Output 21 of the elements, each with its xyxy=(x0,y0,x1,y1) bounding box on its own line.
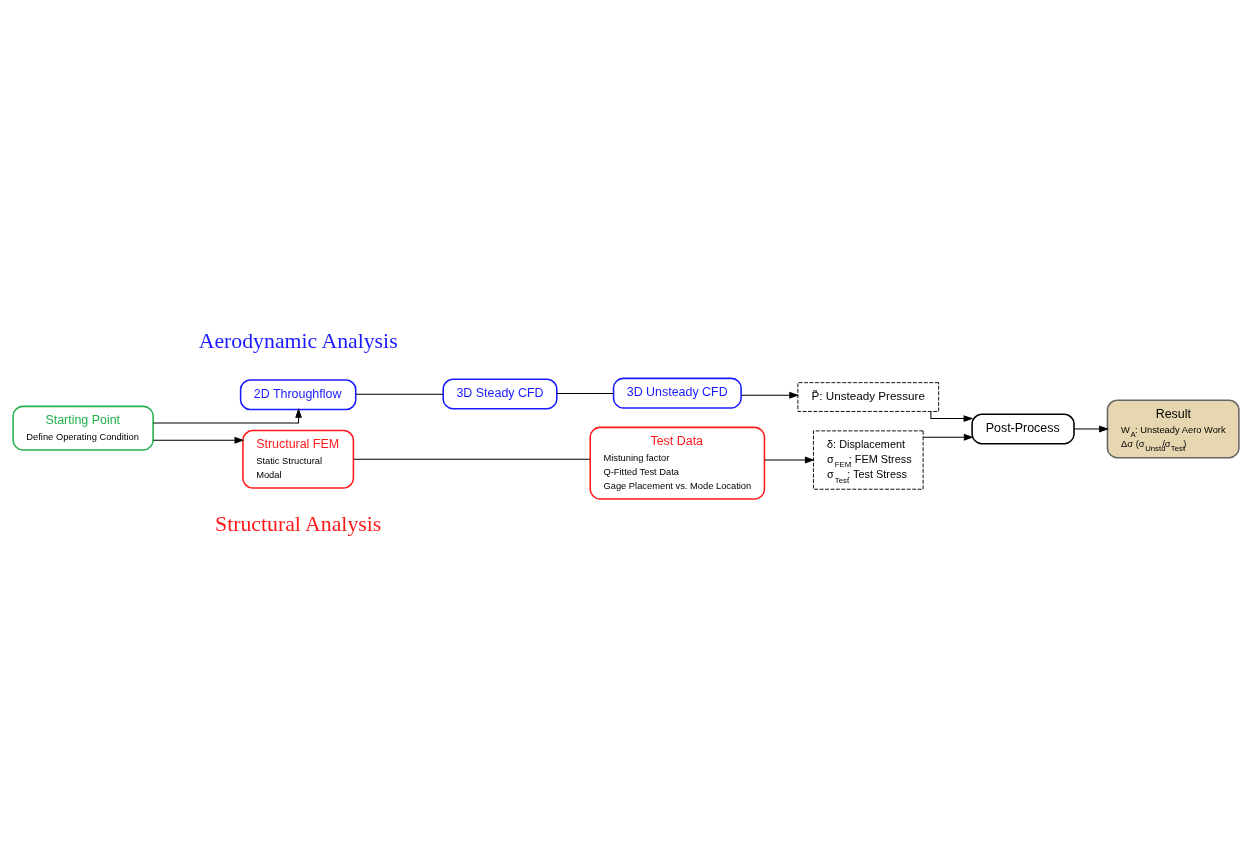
node-box: 3D Steady CFD xyxy=(442,377,558,409)
node-box: P̃: Unsteady Pressure xyxy=(797,381,940,412)
arrow xyxy=(740,391,800,399)
label: Aerodynamic Analysis xyxy=(198,328,398,353)
node-box: Starting Point Define Operating Condition xyxy=(12,405,154,451)
arrow xyxy=(922,433,974,441)
connector xyxy=(556,392,614,394)
connector xyxy=(353,458,591,460)
arrow xyxy=(1073,425,1109,432)
node-box: 3D Unsteady CFD xyxy=(612,377,742,409)
label: Structural Analysis xyxy=(215,511,382,536)
arrow xyxy=(152,407,302,423)
node-box: Structural FEM Static Structural Modal xyxy=(242,429,355,489)
node-box: Post-Process xyxy=(971,412,1075,444)
node-box: Test Data Mistuning factor Q-Fitted Test Data Gage Placement vs. Mode Location xyxy=(589,426,766,500)
connector xyxy=(355,393,444,395)
arrow xyxy=(764,456,815,463)
node-box: 2D Throughflow xyxy=(239,378,357,410)
node-box: δ: Displacement σ$_{FEM}$: FEM Stress σ$_{Test}$: Test Stress xyxy=(812,429,924,490)
arrow xyxy=(152,436,245,444)
arrow xyxy=(930,410,974,422)
